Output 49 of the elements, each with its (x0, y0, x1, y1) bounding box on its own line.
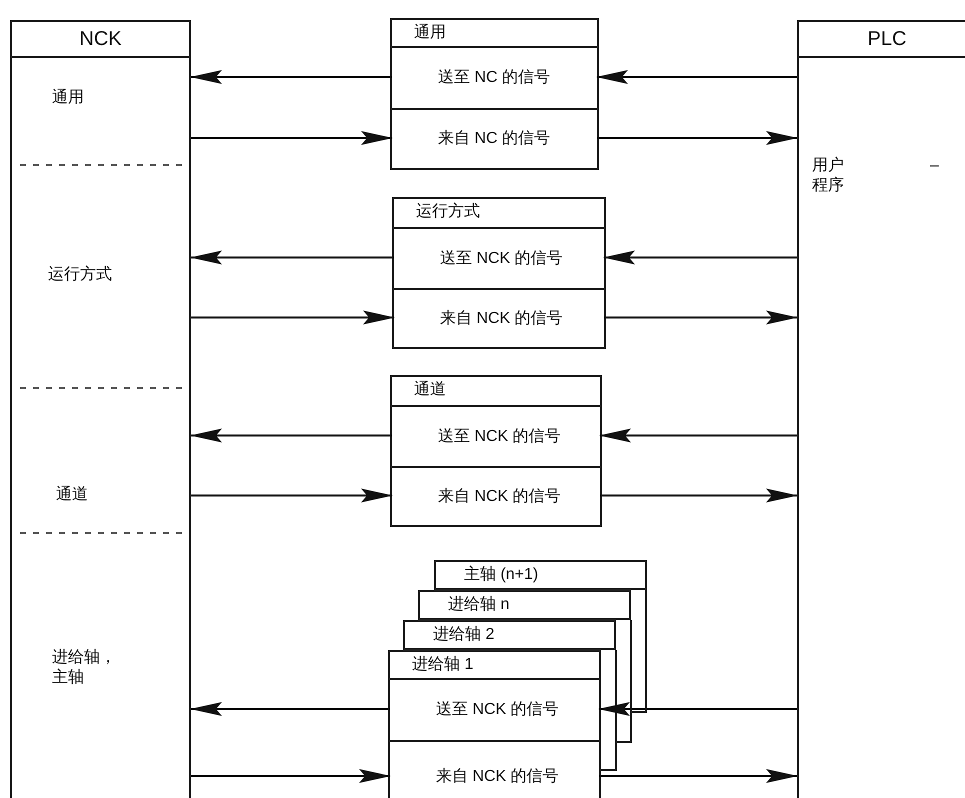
arrow (604, 310, 798, 324)
signal-group-box (388, 650, 601, 798)
arrow (597, 131, 798, 145)
signal-label: 来自 NCK 的信号 (437, 486, 561, 506)
group-title: 进给轴 n (447, 594, 510, 615)
signal-label: 送至 NC 的信号 (437, 68, 550, 88)
group-title: 通道 (413, 380, 447, 400)
arrow (600, 488, 798, 502)
stacked-card (403, 620, 616, 650)
arrow (191, 131, 393, 145)
signal-label: 来自 NCK 的信号 (439, 308, 563, 328)
region-label: 通道 (56, 485, 88, 505)
region-label: 通用 (52, 88, 84, 108)
arrow (603, 250, 797, 264)
arrow (191, 488, 393, 502)
signal-group-box (392, 197, 606, 349)
arrow (598, 702, 797, 716)
signal-label: 送至 NCK 的信号 (439, 248, 563, 268)
region-label: 程序 (812, 176, 844, 196)
signal-group-box (390, 18, 599, 170)
arrow (190, 70, 392, 84)
arrow (190, 250, 394, 264)
arrow (190, 428, 392, 442)
signal-label: 来自 NC 的信号 (437, 128, 550, 149)
region-label: – (930, 156, 939, 176)
arrow (190, 702, 390, 716)
signal-label: 来自 NCK 的信号 (435, 766, 559, 787)
arrow (596, 70, 797, 84)
signal-label: 送至 NCK 的信号 (435, 700, 559, 720)
column-box (797, 20, 965, 798)
stacked-card (434, 560, 647, 590)
arrow (599, 769, 798, 783)
arrow (191, 769, 391, 783)
group-title: 运行方式 (415, 202, 481, 222)
column-title: NCK (12, 22, 189, 58)
region-label: 运行方式 (48, 265, 112, 285)
signal-group-box (390, 375, 602, 527)
group-title: 主轴 (n+1) (463, 564, 540, 585)
column-box (10, 20, 191, 798)
group-title: 通用 (413, 22, 447, 43)
arrow (191, 310, 395, 324)
group-title: 进给轴 1 (411, 654, 474, 675)
signal-label: 送至 NCK 的信号 (437, 426, 561, 446)
stacked-card (418, 590, 631, 620)
arrow (599, 428, 797, 442)
column-title: PLC (799, 22, 965, 58)
region-label: 用户 (812, 156, 844, 176)
region-label: 进给轴，主轴 (52, 648, 117, 688)
group-title: 进给轴 2 (432, 624, 496, 645)
